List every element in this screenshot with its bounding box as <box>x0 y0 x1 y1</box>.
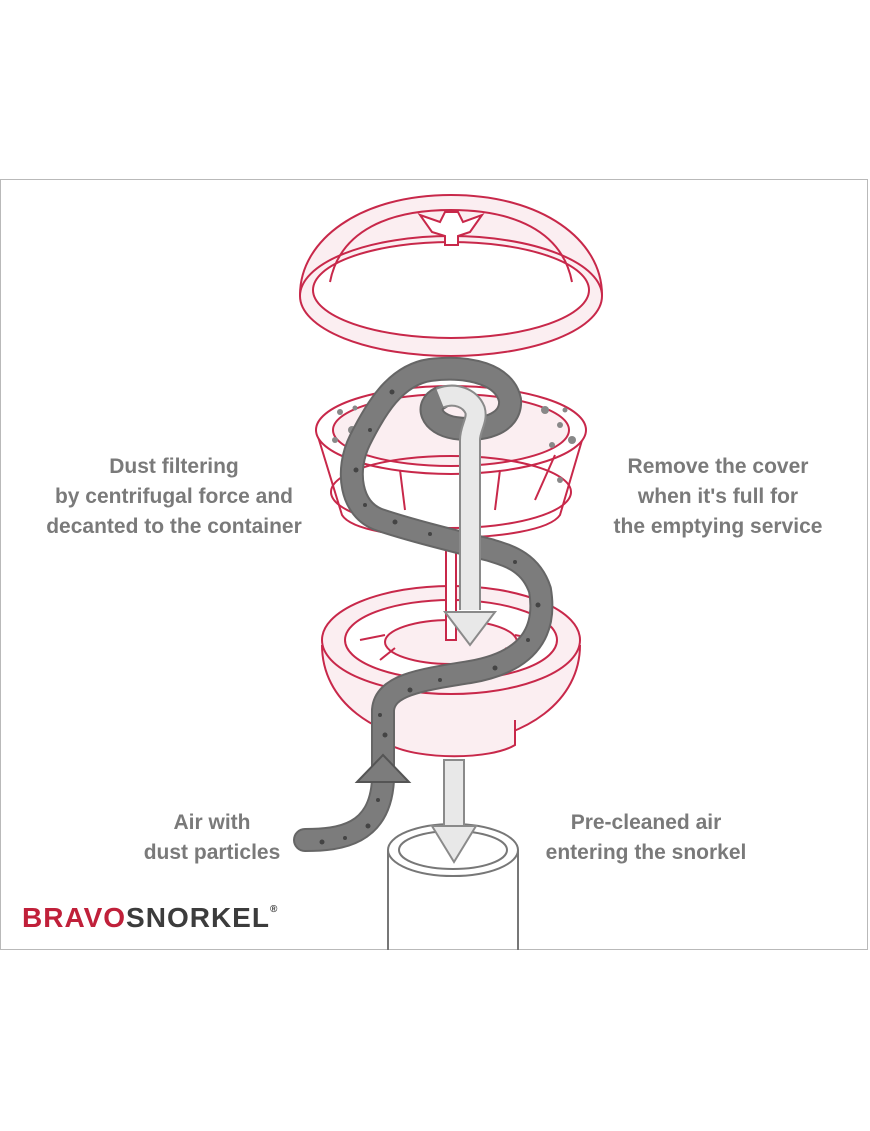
pre-cleaned-label: Pre-cleaned air entering the snorkel <box>530 808 762 868</box>
remove-cover-line-2: when it's full for <box>637 485 799 508</box>
brand-logo: BRAVOSNORKEL® <box>22 902 278 934</box>
dust-filtering-line-3: decanted to the container <box>46 515 302 538</box>
pre-cleaned-line-1: Pre-cleaned air <box>570 811 722 834</box>
dust-filtering-label: Dust filtering by centrifugal force and … <box>28 452 320 542</box>
remove-cover-line-3: the emptying service <box>613 515 823 538</box>
air-with-dust-label: Air with dust particles <box>130 808 294 868</box>
logo-snorkel: SNORKEL <box>126 902 270 933</box>
dust-filtering-line-2: by centrifugal force and <box>54 485 294 508</box>
air-with-dust-line-1: Air with <box>173 811 251 834</box>
wing-nut-icon <box>417 211 485 246</box>
dust-flow-arrow-icon <box>293 356 554 852</box>
remove-cover-line-1: Remove the cover <box>627 455 809 478</box>
dust-filtering-line-1: Dust filtering <box>109 455 239 478</box>
pre-cleaned-line-2: entering the snorkel <box>545 841 747 864</box>
clean-air-arrow-icon <box>430 384 498 864</box>
logo-bravo: BRAVO <box>22 902 127 933</box>
remove-cover-label: Remove the cover when it's full for the … <box>596 452 840 542</box>
air-with-dust-line-2: dust particles <box>143 841 281 864</box>
logo-registered-mark: ® <box>269 904 279 915</box>
